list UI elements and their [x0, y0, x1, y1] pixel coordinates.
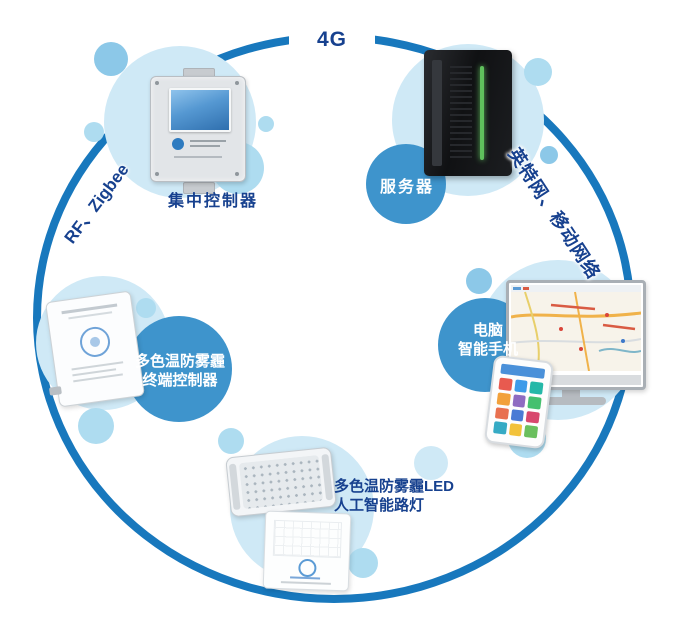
bubble — [258, 116, 274, 132]
controller-logo-icon — [172, 138, 184, 150]
client-label: 电脑 智能手机 — [446, 321, 530, 359]
terminal-label-circle — [126, 316, 232, 422]
phone-header-bar — [500, 363, 546, 379]
bubble — [540, 146, 558, 164]
terminal-logo-icon — [78, 324, 112, 359]
bubble — [136, 298, 156, 318]
bubble — [84, 122, 104, 142]
bubble — [414, 446, 448, 480]
client-label-line1: 电脑 — [472, 322, 503, 339]
server-vents — [450, 66, 472, 160]
server-device — [424, 50, 512, 176]
led-fixture-bottom — [262, 510, 352, 592]
terminal-text-line — [68, 311, 113, 320]
screw-icon — [235, 172, 239, 176]
bubble — [466, 268, 492, 294]
monitor-chin — [511, 375, 641, 385]
controller-label: 集中控制器 — [168, 193, 259, 210]
fixture-logo-icon — [298, 558, 317, 578]
map-graphic — [511, 285, 641, 371]
led-cell-grid — [272, 519, 343, 559]
terminal-label-line1: 多色温防雾霾 — [134, 353, 225, 370]
fixture-text-line — [280, 581, 331, 585]
server-drive-slot — [432, 60, 442, 166]
screw-icon — [235, 81, 239, 85]
smartphone-device — [483, 354, 555, 450]
led-label-line2: 人工智能路灯 — [334, 497, 425, 514]
controller-device — [150, 68, 246, 194]
fixture-text-line — [290, 576, 321, 580]
monitor-screen-map — [511, 285, 641, 371]
terminal-label-line2: 终端控制器 — [142, 372, 218, 389]
terminal-label: 多色温防雾霾 终端控制器 — [128, 352, 232, 390]
led-label-line1: 多色温防雾霾LED — [334, 478, 455, 495]
led-dot-array — [238, 454, 324, 510]
controller-screen — [169, 88, 231, 132]
terminal-connector — [48, 386, 62, 396]
bubble — [94, 42, 128, 76]
screw-icon — [155, 81, 159, 85]
bubble — [524, 58, 552, 86]
monitor-base — [536, 397, 606, 405]
bubble — [78, 408, 114, 444]
server-label: 服务器 — [379, 179, 434, 196]
bubble — [218, 428, 244, 454]
mount-tab — [183, 182, 215, 194]
server-led-strip — [480, 66, 484, 160]
phone-app-grid — [493, 377, 544, 439]
led-fixture-top — [225, 446, 337, 518]
led-label: 多色温防雾霾LED 人工智能路灯 — [334, 477, 454, 515]
screw-icon — [155, 172, 159, 176]
client-label-line2: 智能手机 — [457, 341, 518, 358]
bubble — [348, 548, 378, 578]
ring-label-4g: 4G — [289, 27, 375, 53]
fixture-end-cap — [321, 453, 334, 501]
